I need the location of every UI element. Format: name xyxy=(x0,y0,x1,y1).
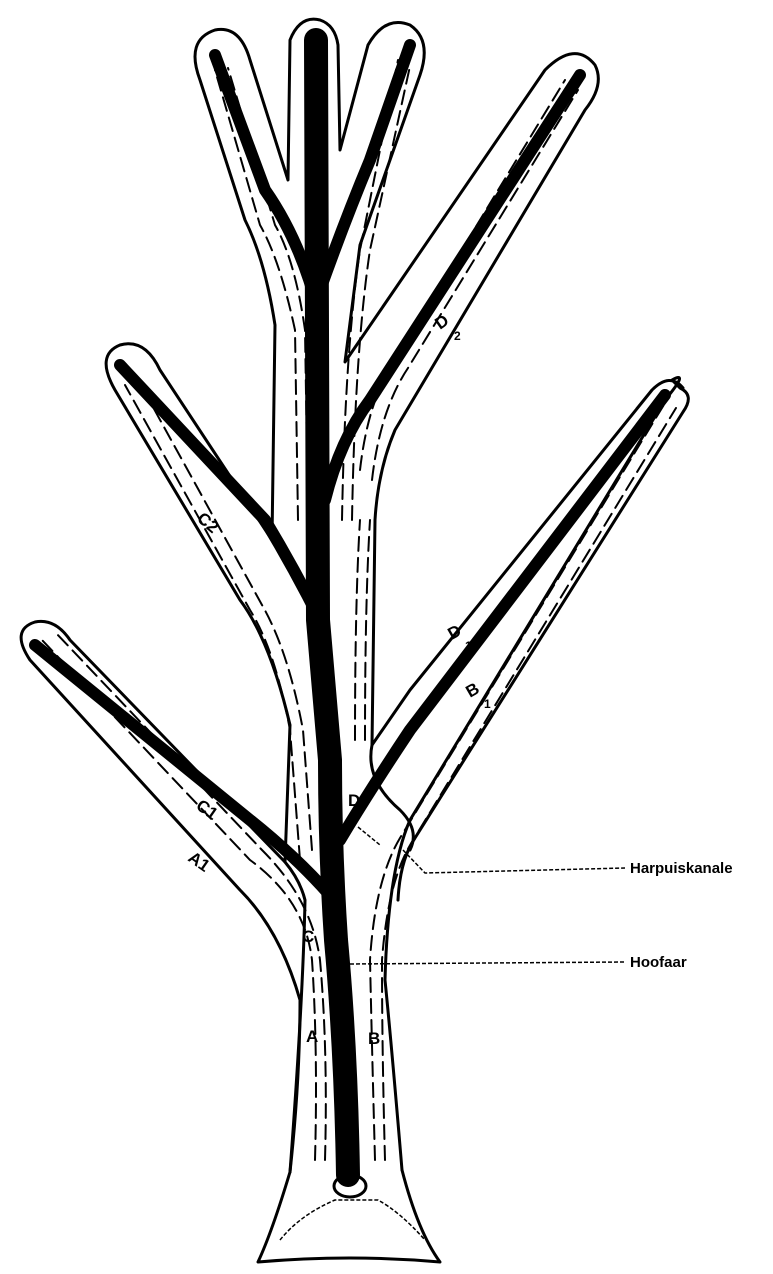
harpuiskanale-leader xyxy=(403,850,625,873)
branch-label-d: D xyxy=(348,791,360,810)
branch-label-b1-sub: 1 xyxy=(484,697,491,711)
label-harpuiskanale: Harpuiskanale xyxy=(630,860,733,877)
branch-veins xyxy=(35,45,665,900)
branch-label-a1: A1 xyxy=(185,848,214,876)
branch-label-c: C xyxy=(302,927,314,946)
branch-label-d1-sub: 1 xyxy=(465,639,472,653)
main-vein xyxy=(316,40,348,1175)
branch-label-b: B xyxy=(368,1029,380,1048)
branch-label-c2: C2 xyxy=(193,509,222,538)
leaf-outline xyxy=(385,378,688,1171)
branch-label-b1: B xyxy=(463,679,483,702)
hoofaar-leader xyxy=(350,962,625,964)
branch-label-d2-sub: 2 xyxy=(454,329,461,343)
branch-label-d2: D xyxy=(431,311,452,334)
branch-label-a: A xyxy=(306,1027,318,1046)
label-hoofaar: Hoofaar xyxy=(630,954,687,971)
resin-canals xyxy=(42,60,676,1160)
